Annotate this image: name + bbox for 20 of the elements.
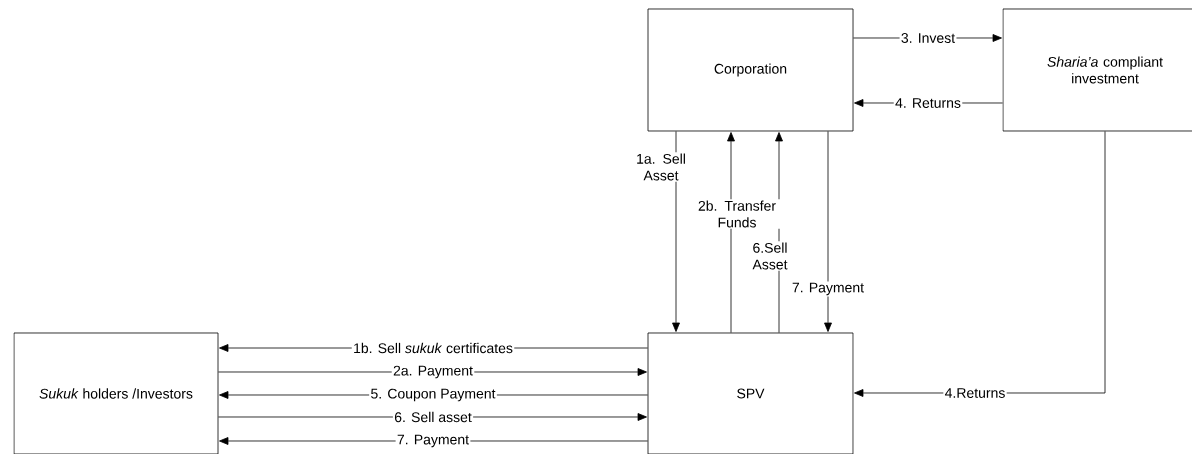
edge-label: 4. Returns <box>893 96 963 110</box>
process-box: Corporation <box>647 8 854 132</box>
edge-label: 6. Sell asset <box>392 410 474 424</box>
edge-label: 1a. Sell Asset <box>627 152 695 182</box>
edge-label: 5. Coupon Payment <box>369 387 497 403</box>
arrow <box>854 131 1106 397</box>
edge-label: 7. Payment <box>790 281 866 297</box>
process-box: Sharia’a compliant investment <box>1002 8 1192 132</box>
process-box: SPV <box>647 332 854 454</box>
edge-label: 1b. Sell sukuk certificates <box>351 341 515 355</box>
edge-label: 3. Invest <box>899 31 957 45</box>
process-box: Sukuk holders /Investors <box>13 332 219 454</box>
arrow <box>672 131 680 332</box>
arrow <box>824 131 832 332</box>
arrow <box>727 132 735 333</box>
edge-label: 7. Payment <box>395 433 471 449</box>
edge-label: 2b. Transfer Funds <box>690 199 784 229</box>
edge-label: 2a. Payment <box>391 364 475 380</box>
edge-label: 4.Returns <box>943 386 1007 400</box>
edge-label: 6.Sell Asset <box>742 241 798 271</box>
